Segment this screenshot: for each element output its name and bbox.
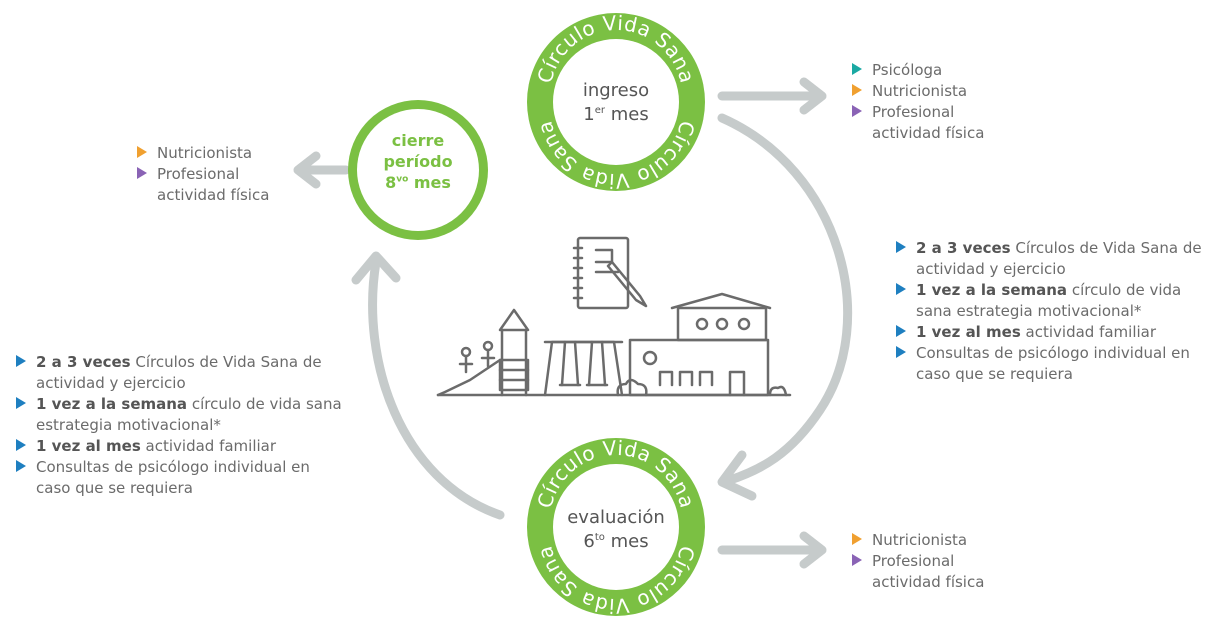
activity-text: actividad familiar xyxy=(140,437,277,455)
activity-item: Consultas de psicólogo individual en cas… xyxy=(14,457,344,499)
triangle-bullet-icon xyxy=(16,397,26,409)
pencil-icon xyxy=(606,260,648,308)
activity-text: Consultas de psicólogo individual en cas… xyxy=(36,458,310,497)
arrowhead-evaluacion xyxy=(717,450,757,501)
role-item: Profesional actividad física xyxy=(850,551,1000,593)
node-evaluacion-suffix: mes xyxy=(604,531,649,553)
arrowhead-cierre xyxy=(351,251,401,285)
arrow-evaluacion-roles xyxy=(717,531,827,569)
node-ingreso-sup: er xyxy=(594,105,605,117)
node-ingreso-title: ingreso xyxy=(582,80,650,101)
node-cierre-sup: vo xyxy=(396,174,409,185)
activity-text: Círculos de Vida Sana de actividad y eje… xyxy=(36,353,322,392)
triangle-bullet-icon xyxy=(137,167,147,179)
activity-frequency: 1 vez al mes xyxy=(36,437,141,455)
triangle-bullet-icon xyxy=(852,63,862,75)
node-cierre-label: cierre período 8vo mes xyxy=(368,131,468,193)
ring-cierre xyxy=(348,100,488,240)
school-building-icon xyxy=(616,292,788,397)
role-label: Profesional actividad física xyxy=(872,552,985,591)
role-item: Profesional actividad física xyxy=(850,102,1000,144)
node-ingreso-month: 1er mes xyxy=(566,103,666,127)
triangle-bullet-icon xyxy=(16,460,26,472)
triangle-bullet-icon xyxy=(896,346,906,358)
activities-right: 2 a 3 veces Círculos de Vida Sana de act… xyxy=(894,238,1204,385)
node-evaluacion-title: evaluación xyxy=(567,507,665,528)
playground-school-icon xyxy=(436,236,792,397)
node-cierre-suffix: mes xyxy=(408,172,451,192)
role-item: Nutricionista xyxy=(850,81,1000,102)
role-item: Profesional actividad física xyxy=(135,164,285,206)
role-item: Nutricionista xyxy=(135,143,285,164)
activity-item: 2 a 3 veces Círculos de Vida Sana de act… xyxy=(894,238,1204,280)
triangle-bullet-icon xyxy=(16,355,26,367)
activity-text: Círculos de Vida Sana de actividad y eje… xyxy=(916,239,1202,278)
node-cierre-month: 8vo mes xyxy=(368,173,468,194)
activity-item: 1 vez al mes actividad familiar xyxy=(894,322,1204,343)
node-ingreso-label: ingreso 1er mes xyxy=(566,79,666,128)
triangle-bullet-icon xyxy=(852,554,862,566)
roles-ingreso: Psicóloga Nutricionista Profesional acti… xyxy=(850,60,1000,144)
activity-text: círculo de vida sana estrategia motivaci… xyxy=(36,395,342,434)
activity-frequency: 2 a 3 veces xyxy=(36,353,131,371)
activity-frequency: 1 vez al mes xyxy=(916,323,1021,341)
activity-frequency: 1 vez a la semana xyxy=(916,281,1068,299)
activity-item: Consultas de psicólogo individual en cas… xyxy=(894,343,1204,385)
role-item: Psicóloga xyxy=(850,60,1000,81)
activity-item: 1 vez a la semana círculo de vida sana e… xyxy=(894,280,1204,322)
role-item: Nutricionista xyxy=(850,530,1000,551)
arrow-ingreso-roles xyxy=(717,77,827,115)
roles-cierre: Nutricionista Profesional actividad físi… xyxy=(135,143,285,206)
triangle-bullet-icon xyxy=(852,84,862,96)
triangle-bullet-icon xyxy=(896,283,906,295)
swings-icon xyxy=(543,340,624,397)
activities-left: 2 a 3 veces Círculos de Vida Sana de act… xyxy=(14,352,344,499)
slide-icon xyxy=(436,308,530,397)
triangle-bullet-icon xyxy=(896,325,906,337)
node-ingreso-suffix: mes xyxy=(605,104,649,126)
activity-item: 1 vez a la semana círculo de vida sana e… xyxy=(14,394,344,436)
activity-frequency: 1 vez a la semana xyxy=(36,395,188,413)
node-evaluacion-month: 6to mes xyxy=(556,530,676,554)
role-label: Nutricionista xyxy=(872,82,968,100)
node-evaluacion-sup: to xyxy=(594,532,605,544)
role-label: Psicóloga xyxy=(872,61,943,79)
node-evaluacion-num: 6 xyxy=(583,531,595,553)
triangle-bullet-icon xyxy=(852,533,862,545)
arc-evaluacion-to-cierre-arrow xyxy=(368,257,505,520)
node-ingreso-num: 1 xyxy=(583,104,595,126)
role-label: Nutricionista xyxy=(157,144,253,162)
activity-frequency: 2 a 3 veces xyxy=(916,239,1011,257)
role-label: Nutricionista xyxy=(872,531,968,549)
activity-text: actividad familiar xyxy=(1020,323,1157,341)
activity-text: círculo de vida sana estrategia motivaci… xyxy=(916,281,1182,320)
node-cierre-line2: período xyxy=(383,151,453,171)
arrow-cierre-roles xyxy=(293,151,351,189)
activity-item: 2 a 3 veces Círculos de Vida Sana de act… xyxy=(14,352,344,394)
triangle-bullet-icon xyxy=(16,439,26,451)
role-label: Profesional actividad física xyxy=(872,103,985,142)
node-evaluacion-label: evaluación 6to mes xyxy=(556,506,676,555)
arc-ingreso-to-evaluacion-arrow xyxy=(717,113,853,485)
triangle-bullet-icon xyxy=(137,146,147,158)
triangle-bullet-icon xyxy=(852,105,862,117)
triangle-bullet-icon xyxy=(896,241,906,253)
node-cierre-line1: cierre xyxy=(391,131,445,150)
node-cierre-num: 8 xyxy=(385,172,397,192)
roles-evaluacion: Nutricionista Profesional actividad físi… xyxy=(850,530,1000,593)
activity-text: Consultas de psicólogo individual en cas… xyxy=(916,344,1190,383)
activity-item: 1 vez al mes actividad familiar xyxy=(14,436,344,457)
role-label: Profesional actividad física xyxy=(157,165,270,204)
